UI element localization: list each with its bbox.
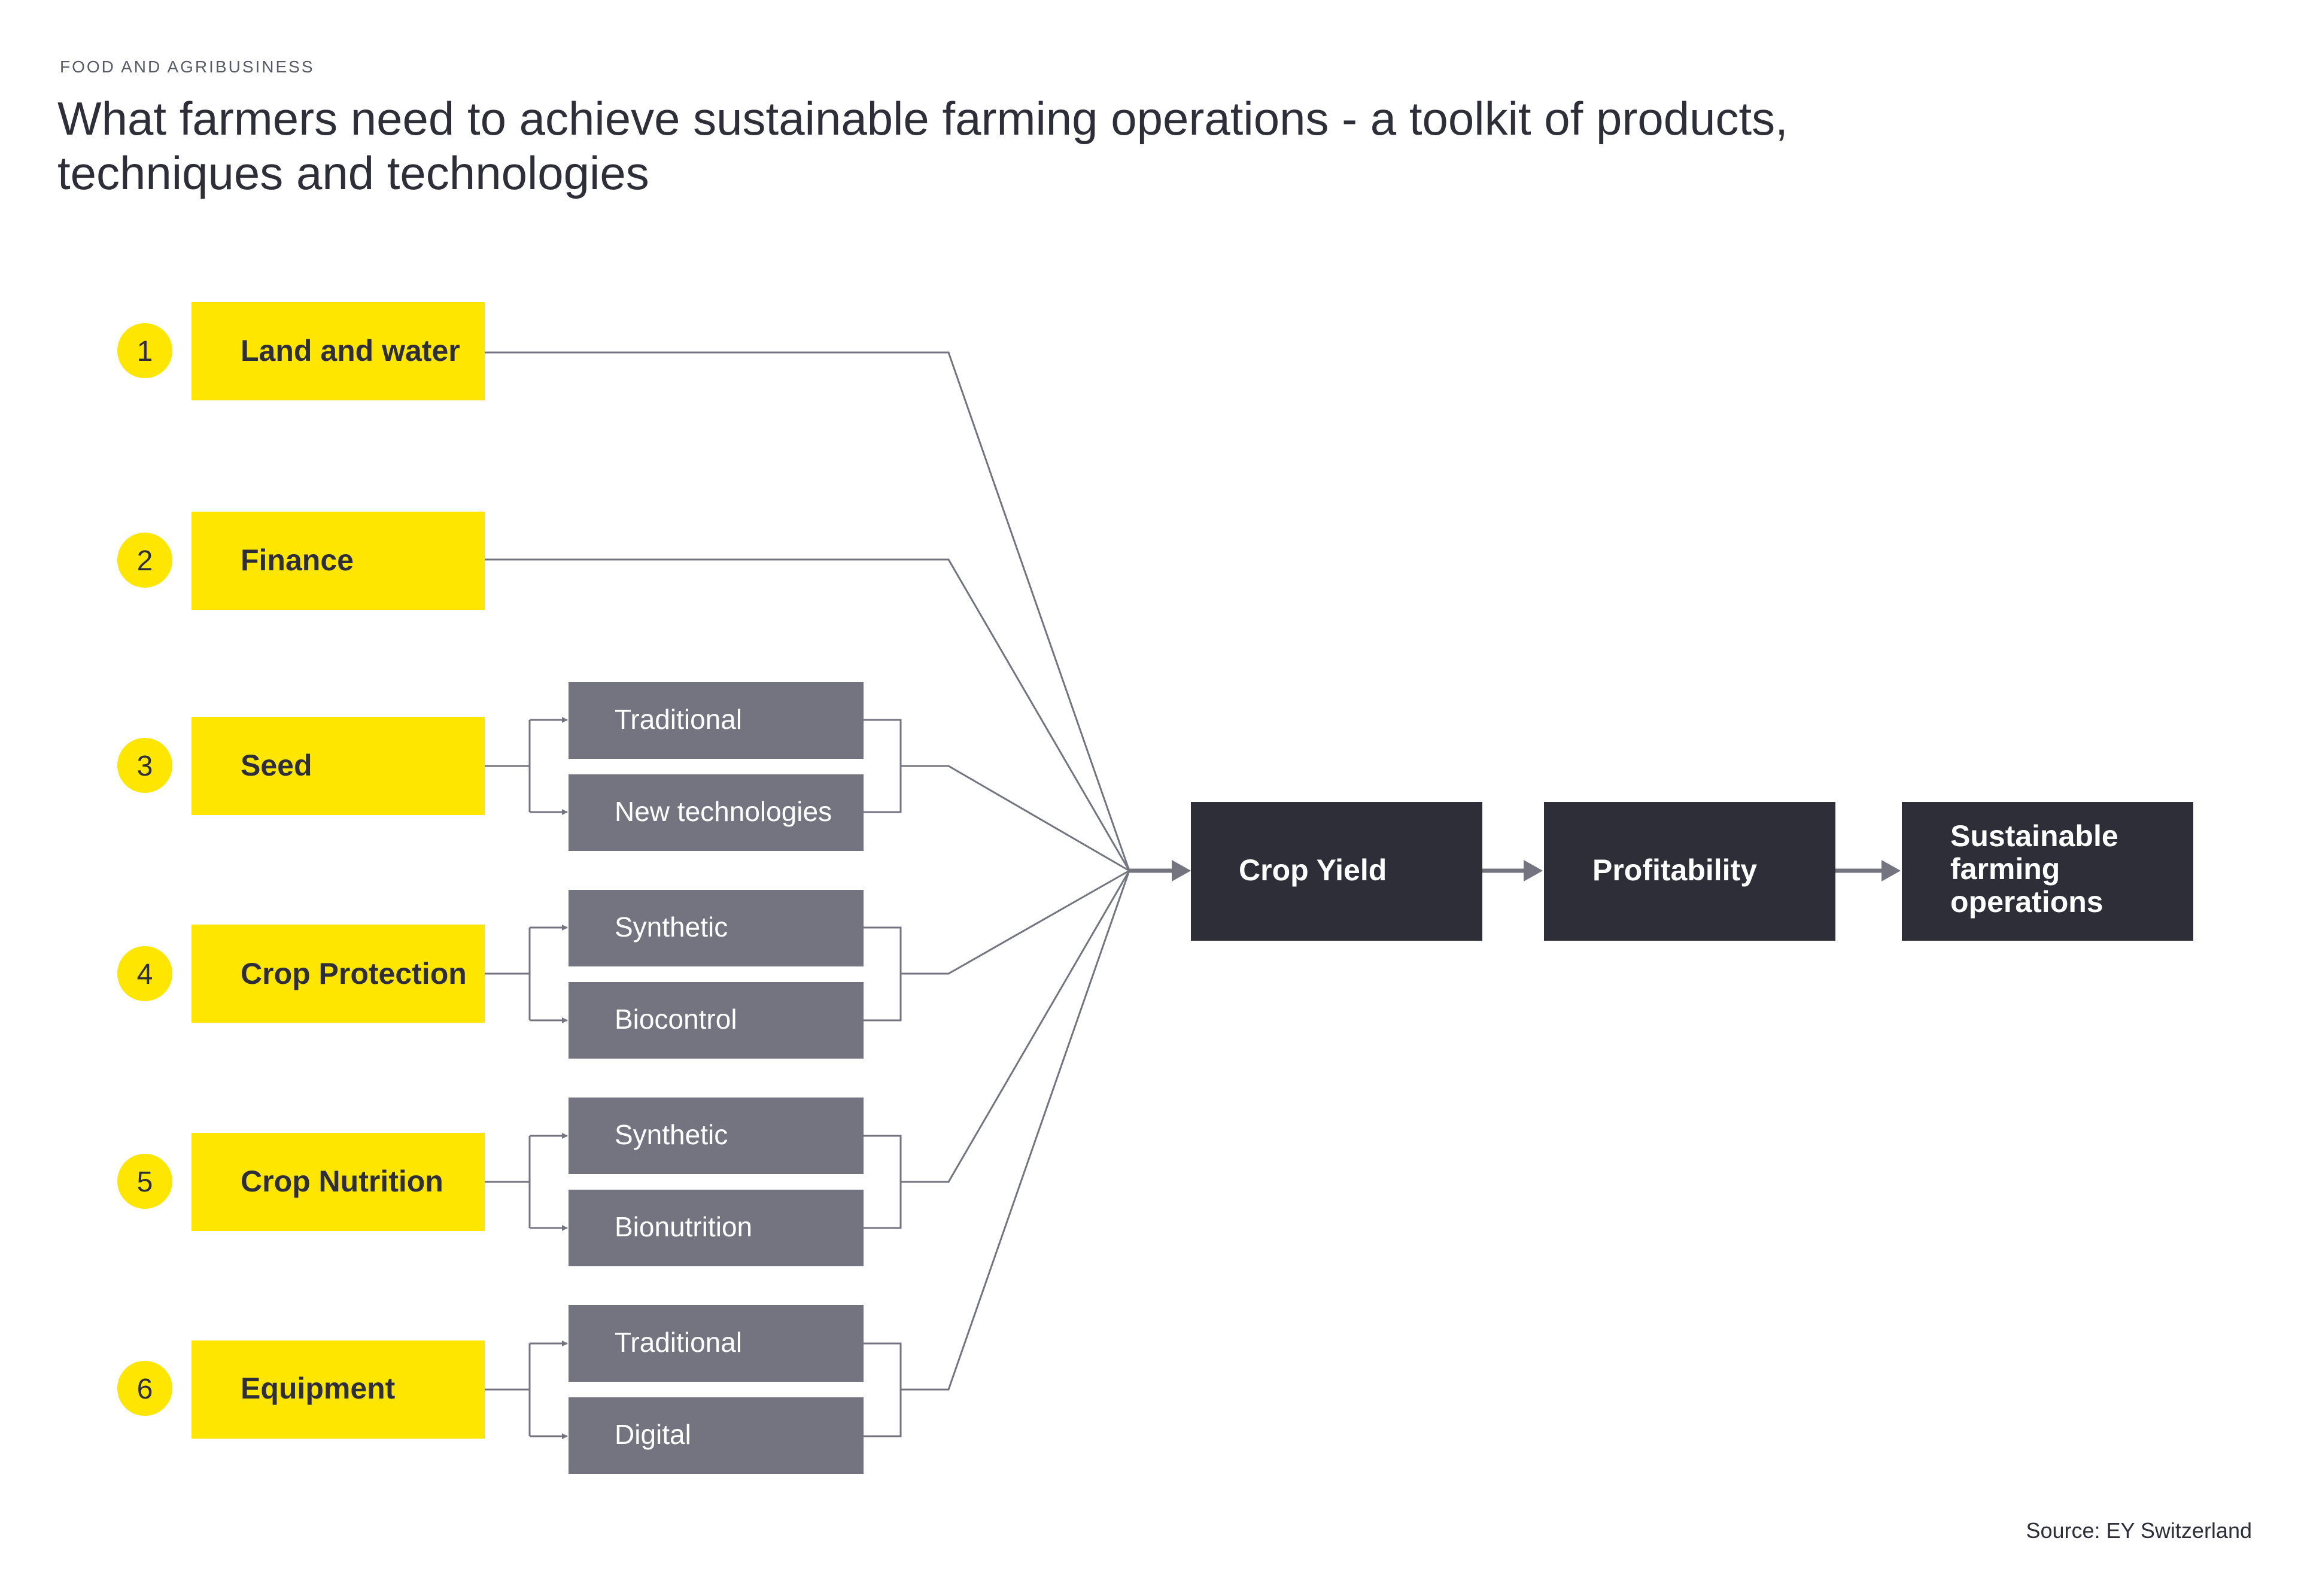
page-title-line-1: What farmers need to achieve sustainable… <box>57 92 1788 145</box>
option-box <box>569 982 864 1059</box>
factor-label: Land and water <box>241 334 460 367</box>
option-box <box>569 774 864 851</box>
profitability-box <box>1544 802 1835 941</box>
factor-label: Finance <box>241 543 354 577</box>
number-badge-label: 6 <box>137 1373 153 1405</box>
number-badge <box>117 323 172 378</box>
option-label: New technologies <box>615 796 832 827</box>
option-label: Traditional <box>615 1327 742 1358</box>
crop-yield-label: Crop Yield <box>1239 853 1387 887</box>
option-box <box>569 1190 864 1266</box>
number-badge <box>117 533 172 588</box>
factor-row: 2 Finance <box>117 512 485 610</box>
number-badge-label: 3 <box>137 750 153 782</box>
factor-row: 6 Equipment Traditional Digital <box>117 1305 864 1474</box>
source-note: Source: EY Switzerland <box>2026 1518 2252 1543</box>
number-badge <box>117 946 172 1001</box>
number-badge <box>117 1361 172 1416</box>
profitability-label: Profitability <box>1592 853 1757 887</box>
option-box <box>569 1397 864 1474</box>
option-label: Bionutrition <box>615 1211 752 1242</box>
factor-row: 5 Crop Nutrition Synthetic Bionutrition <box>117 1098 864 1266</box>
sustainable-label-line-1: Sustainable <box>1950 819 2118 853</box>
factor-row: 1 Land and water <box>117 302 485 400</box>
option-label: Biocontrol <box>615 1004 737 1035</box>
option-label: Synthetic <box>615 1119 728 1150</box>
factor-box-finance <box>192 512 485 610</box>
option-label: Digital <box>615 1419 691 1450</box>
number-badge-label: 2 <box>137 545 153 577</box>
option-label: Synthetic <box>615 911 728 943</box>
crop-yield-box <box>1191 802 1482 941</box>
sustainable-farming-box <box>1902 802 2193 941</box>
factor-row: 4 Crop Protection Synthetic Biocontrol <box>117 890 864 1059</box>
section-eyebrow: FOOD AND AGRIBUSINESS <box>60 57 315 76</box>
option-box <box>569 1305 864 1382</box>
option-box <box>569 682 864 759</box>
factor-label: Crop Nutrition <box>241 1165 443 1198</box>
factor-label: Crop Protection <box>241 957 467 990</box>
option-box <box>569 890 864 966</box>
sustainable-label-line-3: operations <box>1950 885 2104 919</box>
connector-lines <box>485 351 1901 1439</box>
factor-row: 3 Seed Traditional New technologies <box>117 682 864 851</box>
page-title-line-2: techniques and technologies <box>57 147 649 199</box>
factor-label: Equipment <box>241 1372 396 1405</box>
option-box <box>569 1098 864 1174</box>
factor-box-land-and-water <box>192 302 485 400</box>
factor-box-seed <box>192 717 485 815</box>
factor-box-equipment <box>192 1340 485 1439</box>
sustainable-label-line-2: farming <box>1950 852 2060 886</box>
number-badge <box>117 738 172 793</box>
factor-box-crop-nutrition <box>192 1133 485 1231</box>
number-badge <box>117 1154 172 1209</box>
option-label: Traditional <box>615 704 742 735</box>
factor-box-crop-protection <box>192 925 485 1023</box>
number-badge-label: 5 <box>137 1166 153 1198</box>
factor-label: Seed <box>241 749 312 782</box>
number-badge-label: 4 <box>137 959 153 990</box>
number-badge-label: 1 <box>137 336 153 367</box>
